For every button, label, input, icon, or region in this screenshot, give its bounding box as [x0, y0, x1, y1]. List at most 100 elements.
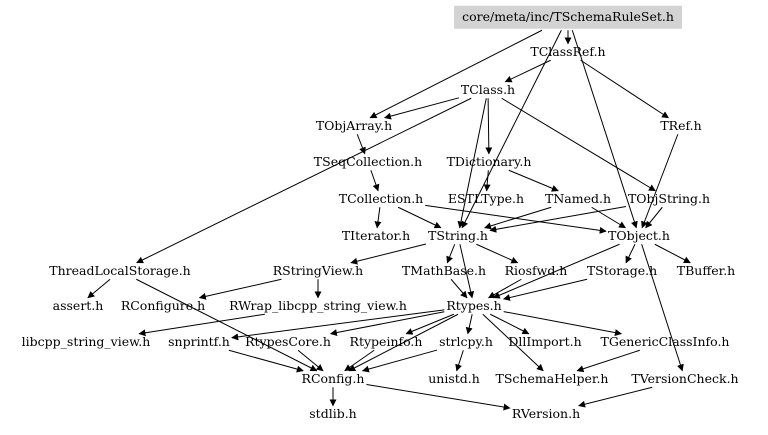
node-tgenericclassinfo[interactable]: TGenericClassInfo.h — [601, 335, 730, 349]
edge-rtypes-to-tgenericclassinfo — [503, 311, 622, 337]
edge-rtypes-to-dllimport — [490, 313, 530, 335]
node-rtypeinfo[interactable]: Rtypeinfo.h — [349, 333, 423, 349]
node-tclass[interactable]: TClass.h — [461, 83, 515, 97]
node-tseqcollection[interactable]: TSeqCollection.h — [314, 155, 422, 169]
node-label: unistd.h — [428, 370, 480, 386]
node-label: RStringView.h — [272, 262, 364, 278]
edge-rtypes-to-rtypeinfo — [405, 313, 455, 335]
edge-threadlocalstorage-to-assert — [87, 278, 111, 299]
edge-riosfwd-to-rtypes — [488, 278, 522, 299]
edge-rtypescore-to-rconfig — [297, 349, 324, 372]
node-label: RConfigure.h — [120, 297, 206, 313]
edge-tdictionary-to-tnamed — [508, 169, 559, 192]
node-label: RVersion.h — [511, 405, 581, 421]
node-stdlib[interactable]: stdlib.h — [309, 405, 357, 421]
node-label: TBuffer.h — [676, 262, 736, 278]
node-label: RtypesCore.h — [245, 333, 331, 349]
node-tclassref[interactable]: TClassRef.h — [530, 45, 605, 59]
node-tschemaruleset[interactable]: core/meta/inc/TSchemaRuleSet.h — [454, 5, 682, 29]
node-estltype[interactable]: ESTLType.h — [447, 190, 525, 206]
edge-tstorage-to-rtypes — [502, 278, 588, 301]
edge-tcollection-to-tstring — [397, 206, 442, 229]
node-label: ESTLType.h — [447, 190, 525, 206]
edge-tobjstring-to-tobject — [645, 206, 663, 229]
node-tref[interactable]: TRef.h — [660, 119, 701, 133]
node-tdictionary[interactable]: TDictionary.h — [447, 155, 532, 169]
edge-tclassref-to-tref — [580, 59, 669, 119]
node-label: RConfig.h — [301, 370, 365, 386]
node-libcpp-string-view[interactable]: libcpp_string_view.h — [21, 333, 151, 349]
node-tmathbase[interactable]: TMathBase.h — [402, 264, 486, 278]
edge-rtypes-to-strlcpy — [465, 314, 473, 335]
node-tversioncheck[interactable]: TVersionCheck.h — [631, 370, 739, 386]
edge-tobject-to-tversioncheck — [641, 244, 684, 372]
edge-tstring-to-rstringview — [350, 243, 427, 265]
edge-tstring-to-rtypes — [459, 244, 475, 299]
node-tnamed[interactable]: TNamed.h — [545, 192, 611, 206]
node-rtypes[interactable]: Rtypes.h — [446, 297, 502, 313]
edge-strlcpy-to-unistd — [455, 350, 464, 372]
node-label: TString.h — [428, 227, 488, 243]
edge-tclass-to-tobjarray — [384, 97, 460, 120]
node-tstorage[interactable]: TStorage.h — [587, 264, 657, 278]
node-label: DllImport.h — [508, 333, 582, 349]
node-label: stdlib.h — [309, 405, 357, 421]
node-tobjarray[interactable]: TObjArray.h — [315, 117, 393, 133]
node-threadlocalstorage[interactable]: ThreadLocalStorage.h — [49, 264, 190, 278]
node-tobjstring[interactable]: TObjString.h — [627, 190, 711, 206]
edge-tref-to-tobject — [641, 134, 679, 229]
node-label: TIterator.h — [341, 227, 411, 243]
edge-tversioncheck-to-rversion — [578, 386, 653, 408]
edge-root-to-tobjarray — [369, 29, 543, 119]
node-rconfigure[interactable]: RConfigure.h — [120, 297, 206, 313]
node-label: TObject.h — [608, 227, 670, 243]
node-tstring[interactable]: TString.h — [428, 227, 488, 243]
edge-tnamed-to-tstring — [484, 206, 552, 230]
node-label: TSchemaHelper.h — [495, 370, 609, 386]
node-rtypescore[interactable]: RtypesCore.h — [245, 333, 331, 349]
edge-rconfig-to-rversion — [366, 384, 511, 411]
node-label: core/meta/inc/TSchemaRuleSet.h — [462, 8, 674, 24]
edge-tnamed-to-tobject — [591, 206, 626, 229]
edge-tobject-to-tbuffer — [654, 243, 691, 264]
node-rversion[interactable]: RVersion.h — [511, 405, 581, 421]
node-label: libcpp_string_view.h — [21, 333, 151, 349]
node-label: assert.h — [52, 297, 104, 313]
node-tbuffer[interactable]: TBuffer.h — [676, 262, 736, 278]
node-tschemahelper[interactable]: TSchemaHelper.h — [495, 370, 609, 386]
edge-rstringview-to-rconfigure — [198, 278, 282, 300]
node-label: Rtypes.h — [446, 297, 502, 313]
node-label: TObjArray.h — [315, 117, 393, 133]
node-label: RWrap_libcpp_string_view.h — [229, 297, 407, 313]
node-rconfig[interactable]: RConfig.h — [301, 370, 365, 386]
node-dllimport[interactable]: DllImport.h — [508, 333, 582, 349]
edge-rtypes-to-rconfig — [348, 313, 459, 372]
node-label: Riosfwd.h — [504, 262, 568, 278]
node-unistd[interactable]: unistd.h — [428, 370, 480, 386]
edge-strlcpy-to-rconfig — [361, 349, 438, 373]
node-rstringview[interactable]: RStringView.h — [272, 262, 364, 278]
node-label: TVersionCheck.h — [631, 370, 739, 386]
node-label: strlcpy.h — [439, 333, 493, 349]
node-tobject[interactable]: TObject.h — [608, 227, 670, 243]
edge-tobject-to-tstorage — [625, 244, 636, 264]
node-strlcpy[interactable]: strlcpy.h — [439, 333, 493, 349]
node-label: TObjString.h — [627, 190, 711, 206]
node-rwrap[interactable]: RWrap_libcpp_string_view.h — [229, 297, 407, 313]
node-riosfwd[interactable]: Riosfwd.h — [504, 262, 568, 278]
edge-root-to-tobject — [571, 30, 638, 229]
edge-rtypes-to-tschemahelper — [482, 313, 544, 372]
node-tcollection[interactable]: TCollection.h — [339, 192, 423, 206]
edge-tclassref-to-tclass — [504, 59, 551, 83]
edge-tobjstring-to-tstring — [489, 206, 627, 233]
node-snprintf[interactable]: snprintf.h — [168, 333, 230, 349]
node-label: snprintf.h — [168, 333, 230, 349]
edge-tseqcollection-to-tcollection — [370, 170, 380, 192]
node-titerator[interactable]: TIterator.h — [341, 227, 411, 243]
node-label: Rtypeinfo.h — [349, 333, 423, 349]
edge-rtypes-to-snprintf — [231, 309, 445, 341]
edge-tclass-to-tobjstring — [501, 97, 656, 192]
node-assert[interactable]: assert.h — [52, 297, 104, 313]
